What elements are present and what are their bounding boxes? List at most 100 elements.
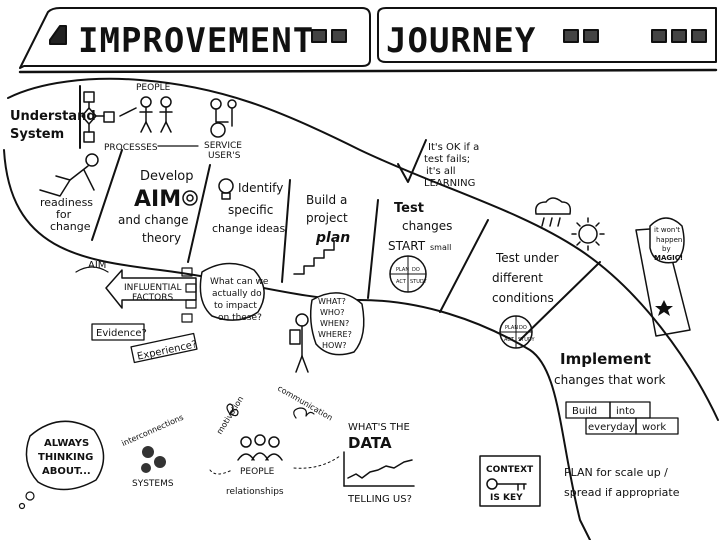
stage-6-line-3: START (388, 239, 426, 253)
crouching-runner-icon (39, 153, 99, 197)
plan-scale-up: PLAN for scale up / spread if appropriat… (564, 466, 680, 499)
target-icon (182, 190, 198, 206)
checkmark-icon (397, 139, 427, 183)
pdsa-act: ACT (396, 279, 407, 285)
context-key: CONTEXT IS KEY (479, 455, 541, 507)
data-section: WHAT'S THE DATA TELLING US? (343, 422, 415, 505)
stage-2-line-1: readiness (40, 196, 93, 209)
planner-figure: WHAT? WHO? WHEN? WHERE? HOW? (289, 292, 365, 373)
stage-understand-system: Understand System PEOPLE PROCESSES SERVI… (10, 83, 242, 161)
question-how: HOW? (322, 341, 346, 350)
pdsa-cycle-icon: PLAN DO STUDY ACT (389, 255, 427, 293)
impact-line-1: What can we (210, 277, 269, 287)
group-people-icon (237, 434, 283, 461)
stage-readiness: readiness for change (39, 153, 99, 233)
stage-6-line-1: Test (394, 201, 424, 216)
stage-1-line-1: Understand (10, 109, 96, 124)
pdsa-plan-2: PLAN (505, 325, 518, 331)
star-icon (655, 300, 673, 316)
stage-build-plan: Build a project plan (293, 193, 350, 275)
stage-test-conditions: Test under different conditions PLAN DO … (492, 251, 559, 349)
thought-cloud (25, 420, 105, 491)
magic-line-3: by (662, 245, 671, 253)
factor-boxes-icon (181, 267, 197, 323)
always-thinking-section: ALWAYS THINKING ABOUT... interconnection… (18, 384, 341, 510)
pdsa-cycle-icon-2: PLAN DO STUDY ACT (499, 315, 535, 349)
question-when: WHEN? (320, 319, 349, 328)
context-line-1: CONTEXT (486, 465, 534, 475)
question-where: WHERE? (318, 330, 352, 339)
interconnections-label: interconnections (120, 413, 185, 448)
always-line-3: ABOUT... (42, 466, 91, 477)
stage-5-line-2: project (306, 211, 348, 225)
stage-5-line-1: Build a (306, 193, 347, 207)
brick-build: Build (572, 406, 597, 417)
build-into-work-bricks (565, 401, 679, 435)
magic-line-2: happen (656, 236, 682, 244)
lightbulb-icon (218, 178, 234, 200)
brick-into: into (616, 406, 635, 417)
pdsa-do-2: DO (519, 325, 527, 331)
factors-label: FACTORS (132, 293, 173, 303)
stage-3-line-3: and change (118, 213, 189, 227)
stage-3-line-4: theory (142, 231, 181, 245)
speech-icon (293, 407, 315, 419)
always-line-2: THINKING (38, 452, 93, 463)
stage-1-line-2: System (10, 127, 64, 142)
stage-4-line-1: Identify (238, 181, 283, 195)
journey-road (3, 77, 719, 540)
train-window-icon (331, 29, 347, 43)
context-line-2: IS KEY (490, 493, 523, 503)
stage-6-line-2: changes (402, 219, 452, 233)
evidence-label: Evidence? (96, 328, 147, 339)
gears-icon (141, 446, 166, 473)
experience-box (130, 332, 198, 364)
aim-arc-icon (75, 266, 109, 273)
rain-cloud-icon (534, 197, 572, 215)
data-line-2: DATA (348, 434, 392, 452)
train-window-icon (651, 29, 667, 43)
key-icon (486, 478, 527, 491)
context-box (479, 455, 541, 507)
people-figures-icon (119, 96, 173, 133)
stage-5-line-3: plan (315, 230, 350, 246)
influential-label: INFLUENTIAL (124, 283, 181, 293)
sun-icon (571, 217, 605, 251)
run-chart-icon (343, 451, 415, 487)
processes-label: PROCESSES (104, 143, 158, 153)
ok-to-fail-note: It's OK if a test fails; it's all LEARNI… (397, 139, 479, 189)
impact-line-4: on these? (218, 313, 262, 323)
influential-factors: AIM INFLUENTIAL FACTORS What can we actu… (75, 260, 269, 364)
train-title (18, 7, 718, 74)
train-window-icon (311, 29, 327, 43)
stage-8-line-2: changes that work (554, 373, 666, 387)
stage-3-line-1: Develop (140, 169, 194, 184)
service-users-label-2: USER'S (208, 151, 241, 161)
data-line-3: TELLING US? (347, 494, 412, 505)
stage-7-line-1: Test under (495, 251, 559, 265)
pdsa-do: DO (412, 267, 420, 273)
heart-icon (226, 403, 239, 417)
always-line-1: ALWAYS (44, 438, 89, 449)
ok-note-line-3: it's all (426, 166, 456, 177)
brick-everyday: everyday (588, 422, 635, 433)
stage-6-line-4: small (430, 243, 451, 252)
stage-4-line-2: specific (228, 203, 273, 217)
systems-label: SYSTEMS (132, 479, 174, 489)
train-car-front (19, 7, 371, 69)
question-who: WHO? (320, 308, 344, 317)
train-window-icon (691, 29, 707, 43)
weather-icons (534, 197, 605, 251)
stage-7-line-3: conditions (492, 291, 554, 305)
impact-line-3: to impact (214, 301, 257, 311)
pdsa-study-2: STUDY (518, 337, 535, 343)
bottom-people-label: PEOPLE (240, 467, 275, 477)
title-word-1: IMPROVEMENT (78, 21, 314, 61)
brick-work: work (642, 422, 666, 433)
stage-2-line-3: change (50, 220, 91, 233)
communication-label: communication (276, 384, 334, 423)
ok-note-line-2: test fails; (424, 154, 470, 165)
magic-line-1: it won't (654, 226, 680, 234)
stage-2-line-2: for (56, 208, 72, 221)
magic-line-4: MAGIC! (654, 254, 683, 262)
